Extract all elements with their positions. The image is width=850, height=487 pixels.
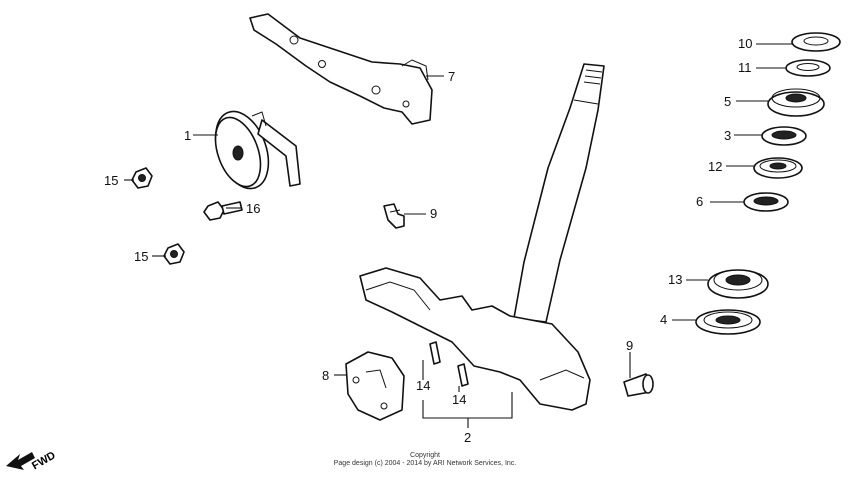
part-10-locknut [791, 32, 841, 52]
callout-16: 16 [246, 201, 260, 216]
part-5-nut [767, 88, 825, 117]
callout-6: 6 [696, 194, 703, 209]
part-15-nut-upper [131, 167, 153, 189]
copyright-line-2: Page design (c) 2004 - 2014 by ARI Netwo… [333, 460, 517, 467]
leader-lines [124, 43, 792, 428]
callout-12: 12 [708, 159, 722, 174]
part-3-race [761, 126, 807, 146]
part-1-horn [214, 110, 301, 190]
fwd-arrow-icon [6, 452, 35, 470]
part-6-seal [743, 192, 789, 212]
callout-11: 11 [738, 60, 752, 75]
callout-10: 10 [738, 36, 752, 51]
part-9-bolt-lower [623, 373, 654, 397]
part-13-bearing [707, 269, 769, 299]
part-11-washer [785, 59, 831, 77]
callout-14-left: 14 [416, 378, 430, 393]
part-9-bolt-upper [383, 203, 405, 229]
part-15-nut-lower [163, 243, 185, 265]
callout-15-lower: 15 [134, 249, 148, 264]
part-7-bracket [249, 13, 433, 125]
callout-1: 1 [184, 128, 191, 143]
part-12-bearing [753, 157, 803, 179]
callout-14-right: 14 [452, 392, 466, 407]
part-16-bolt [203, 201, 243, 221]
callout-labels: 1 2 3 4 5 6 7 8 9 9 10 11 12 13 14 14 15… [104, 36, 752, 445]
part-2-steering-stem [359, 63, 605, 411]
callout-13: 13 [668, 272, 682, 287]
callout-7: 7 [448, 69, 455, 84]
part-4-race [695, 309, 761, 335]
callout-2: 2 [464, 430, 471, 445]
copyright-line-1: Copyright [410, 452, 440, 459]
callout-4: 4 [660, 312, 667, 327]
callout-9-upper: 9 [430, 206, 437, 221]
callout-3: 3 [724, 128, 731, 143]
callout-5: 5 [724, 94, 731, 109]
part-8-plate [345, 351, 405, 421]
callout-8: 8 [322, 368, 329, 383]
callout-9-lower: 9 [626, 338, 633, 353]
callout-15-upper: 15 [104, 173, 118, 188]
